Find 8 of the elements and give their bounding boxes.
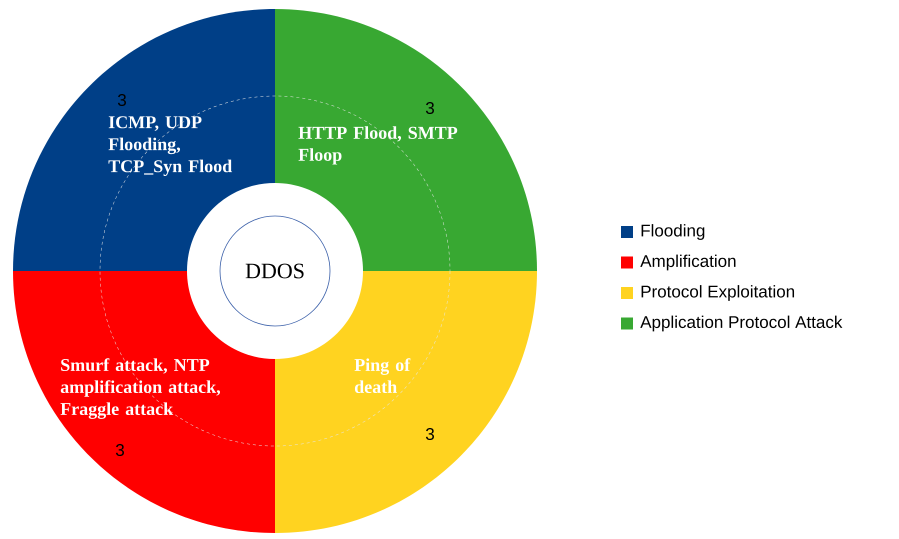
legend-label: Protocol Exploitation [642, 285, 794, 301]
legend-label: Application Protocol Attack [640, 316, 842, 332]
value-label: 3 [118, 94, 126, 106]
value-label: 3 [116, 444, 124, 456]
value-label: 3 [426, 428, 434, 440]
legend-label: Flooding [642, 224, 704, 240]
value-label: 3 [426, 102, 434, 114]
legend-label: Amplification [640, 254, 736, 270]
